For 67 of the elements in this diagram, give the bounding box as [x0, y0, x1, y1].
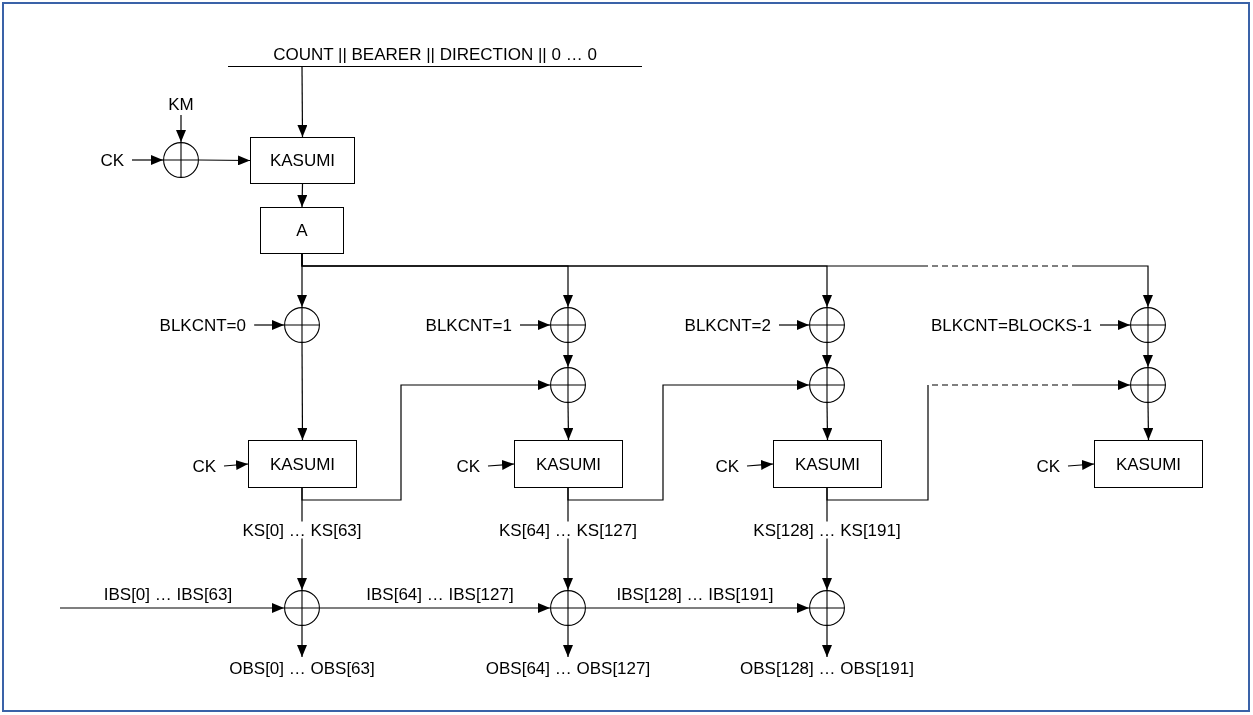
- arrow: [585, 603, 810, 613]
- edge-label: KS[128] … KS[191]: [751, 521, 903, 539]
- signal-label: CK: [703, 455, 747, 477]
- arrow: [297, 625, 307, 658]
- signal-label: OBS[0] … OBS[63]: [212, 657, 392, 679]
- xor-symbol: [550, 367, 586, 403]
- xor-symbol: [284, 590, 320, 626]
- edge-label: KS[0] … KS[63]: [240, 521, 364, 539]
- signal-label: CK: [444, 455, 488, 477]
- signal-label: BLKCNT=0: [134, 314, 254, 336]
- edge-label: IBS[0] … IBS[63]: [102, 585, 234, 603]
- arrow: [253, 320, 285, 330]
- arrow: [519, 320, 551, 330]
- xor-symbol: [1130, 307, 1166, 343]
- xor-symbol: [550, 590, 586, 626]
- arrow: [1143, 342, 1153, 368]
- arrow: [822, 342, 832, 368]
- arrow: [487, 459, 515, 470]
- arrow: [1067, 459, 1095, 470]
- signal-label: CK: [180, 455, 224, 477]
- xor-symbol: [809, 307, 845, 343]
- arrow: [301, 380, 551, 501]
- xor-symbol: [550, 307, 586, 343]
- xor-symbol: [163, 142, 199, 178]
- arrow: [822, 625, 832, 658]
- arrow: [567, 380, 810, 501]
- edge-label: IBS[64] … IBS[127]: [365, 585, 515, 603]
- signal-label: CK: [1024, 455, 1068, 477]
- signal-label: OBS[64] … OBS[127]: [473, 657, 663, 679]
- arrow: [297, 183, 308, 208]
- arrow: [1143, 402, 1154, 441]
- signal-label: BLKCNT=1: [400, 314, 520, 336]
- arrow: [822, 402, 833, 441]
- edge-label: IBS[128] … IBS[191]: [615, 585, 775, 603]
- arrow: [563, 402, 574, 441]
- arrow: [297, 66, 308, 138]
- arrow: [563, 342, 573, 368]
- signal-label: BLKCNT=2: [659, 314, 779, 336]
- arrow: [319, 603, 551, 613]
- signal-label: KM: [163, 93, 199, 115]
- process-box: A: [260, 207, 344, 254]
- arrow: [176, 114, 186, 143]
- arrow: [223, 460, 249, 470]
- arrow: [198, 155, 251, 166]
- signal-label: BLKCNT=BLOCKS-1: [890, 314, 1100, 336]
- arrow: [746, 459, 774, 470]
- arrow: [297, 342, 308, 441]
- signal-label: CK: [88, 149, 132, 171]
- arrow: [131, 155, 164, 165]
- arrow: [1099, 320, 1131, 330]
- process-box: KASUMI: [250, 137, 355, 184]
- xor-symbol: [809, 367, 845, 403]
- process-box: KASUMI: [773, 440, 882, 488]
- arrow: [778, 320, 810, 330]
- process-box: KASUMI: [1094, 440, 1203, 488]
- arrow: [301, 253, 1153, 308]
- process-box: KASUMI: [248, 440, 357, 488]
- xor-symbol: [809, 590, 845, 626]
- input-label: COUNT || BEARER || DIRECTION || 0 … 0: [228, 42, 642, 67]
- signal-label: OBS[128] … OBS[191]: [727, 657, 927, 679]
- process-box: KASUMI: [514, 440, 623, 488]
- edge-label: KS[64] … KS[127]: [497, 521, 639, 539]
- arrow: [59, 603, 285, 613]
- xor-symbol: [284, 307, 320, 343]
- arrow: [826, 380, 1131, 501]
- xor-symbol: [1130, 367, 1166, 403]
- arrow: [563, 625, 573, 658]
